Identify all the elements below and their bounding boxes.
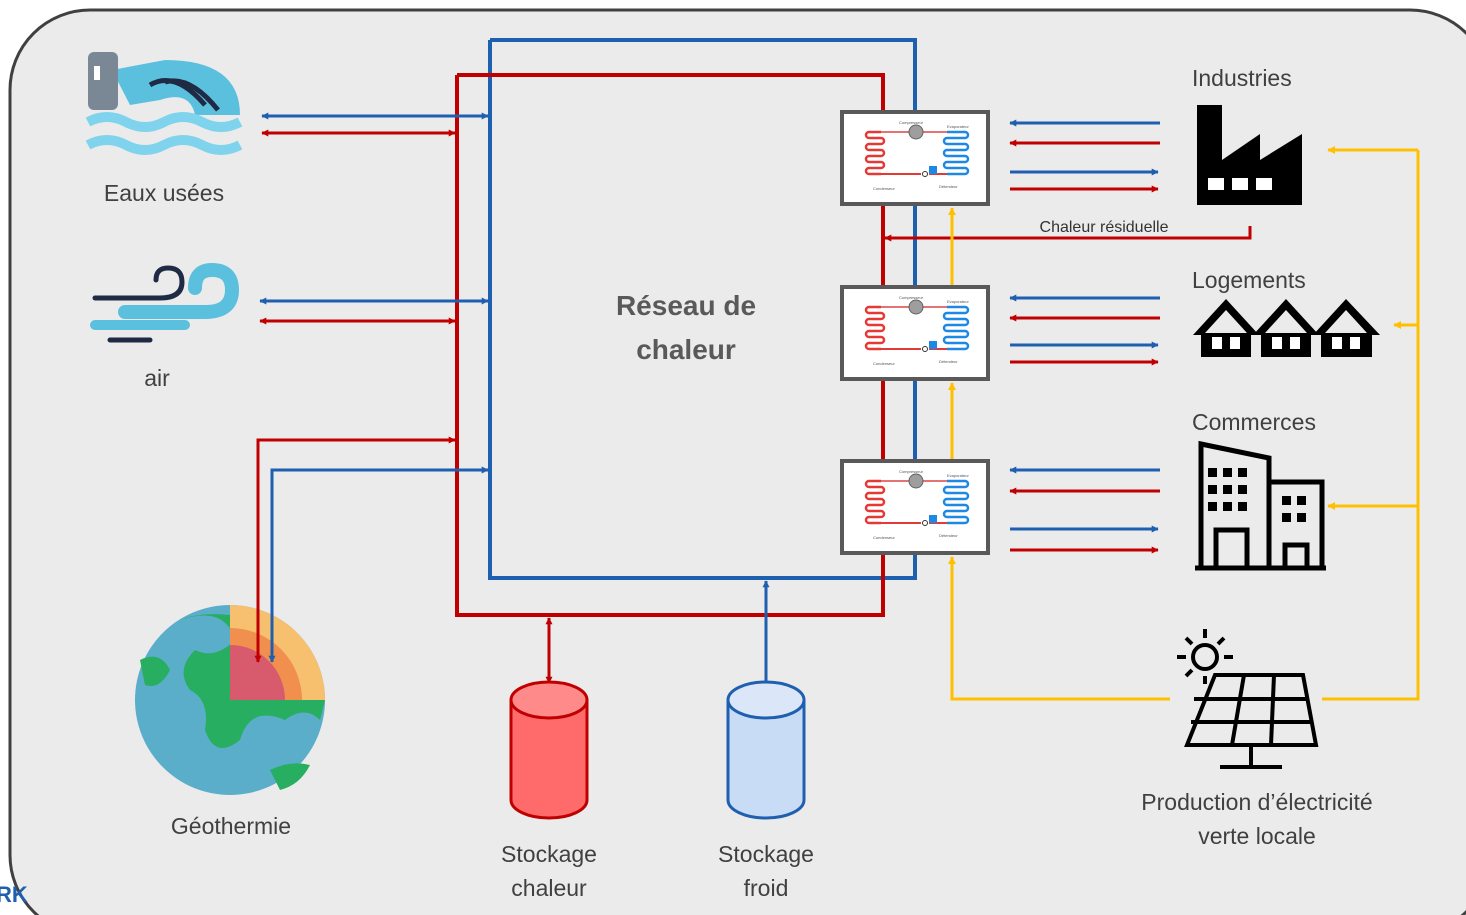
waste-heat-label: Chaleur résiduelle: [1040, 219, 1169, 236]
wastewater-label: Eaux usées: [104, 180, 224, 206]
heat-pump-2: [840, 285, 990, 381]
cold-network-loop: [488, 38, 917, 580]
cold-storage-tank-icon: [726, 680, 806, 820]
solar-panel-icon: [1177, 629, 1319, 769]
cold-storage-label-line1: Stockage: [718, 841, 814, 867]
buildings-windows: [1208, 468, 1306, 522]
heat-pump-3: [840, 459, 990, 555]
heat-pump-1: [840, 110, 990, 206]
air-icon: [90, 262, 240, 343]
heat-storage-label-line1: Stockage: [501, 841, 597, 867]
waste-heat-arrow: [884, 226, 1252, 242]
solar-to-pump3-arrow: [948, 556, 1170, 701]
diagram-panel: [8, 8, 1466, 915]
industries-label: Industries: [1192, 65, 1292, 91]
geothermal-cold-arrow: [268, 466, 489, 663]
solar-label-line1: Production d’électricité: [1141, 789, 1372, 815]
wastewater-icon: [85, 52, 243, 155]
geothermal-label: Géothermie: [171, 813, 291, 839]
solar-bus-line: [1322, 150, 1420, 701]
hot-network-loop: [455, 73, 885, 617]
solar-label-line2: verte locale: [1198, 823, 1316, 849]
commerce-label: Commerces: [1192, 409, 1316, 435]
network-title-line2: chaleur: [636, 334, 736, 365]
cold-storage-label-line2: froid: [744, 875, 789, 901]
air-label: air: [144, 365, 170, 391]
heat-storage-tank-icon: [509, 680, 589, 820]
logo-fragment: RK: [0, 882, 28, 907]
factory-icon: [1197, 105, 1302, 205]
houses-icon: [1193, 299, 1380, 357]
heat-storage-label-line2: chaleur: [511, 875, 587, 901]
geothermal-hot-arrow: [254, 436, 456, 663]
earth-geothermal-icon: [135, 605, 325, 795]
housing-label: Logements: [1192, 267, 1306, 293]
network-title-line1: Réseau de: [616, 290, 756, 321]
buildings-icon: [1195, 440, 1326, 571]
